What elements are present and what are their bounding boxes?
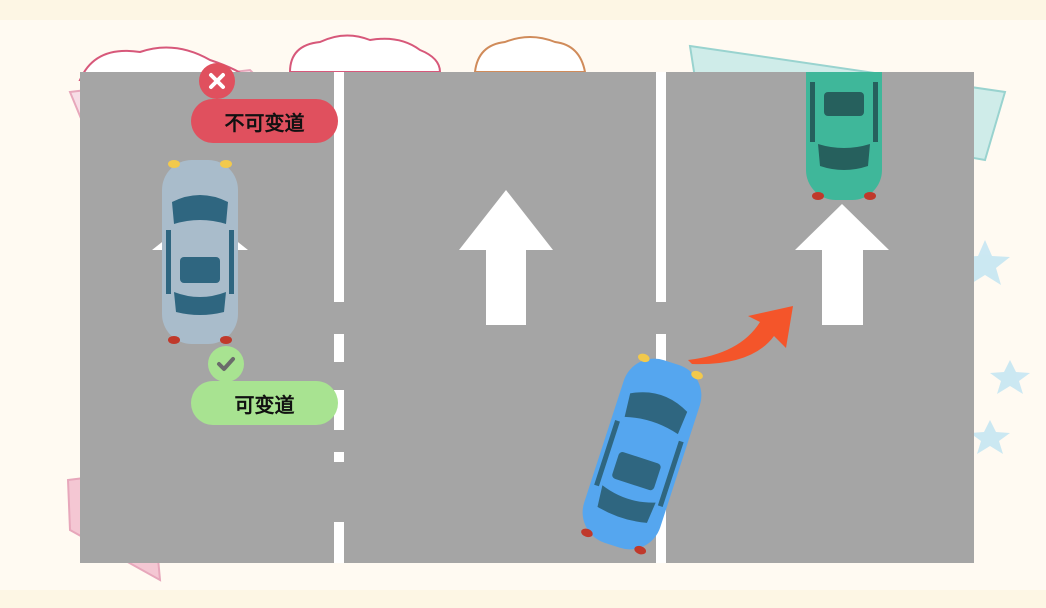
straight-arrow-icon xyxy=(459,190,553,325)
car-left xyxy=(162,160,238,344)
no-lane-change-label: 不可变道 xyxy=(191,99,338,143)
straight-arrow-icon xyxy=(795,204,889,325)
curved-arrow-icon xyxy=(688,306,793,365)
lane-change-allowed-label: 可变道 xyxy=(191,381,338,425)
close-icon xyxy=(199,63,235,99)
left-lane-divider xyxy=(334,72,344,563)
car-blue xyxy=(581,353,703,555)
road xyxy=(80,72,974,563)
road-scene xyxy=(152,72,889,563)
car-top-right xyxy=(806,72,882,200)
check-icon xyxy=(208,346,244,382)
